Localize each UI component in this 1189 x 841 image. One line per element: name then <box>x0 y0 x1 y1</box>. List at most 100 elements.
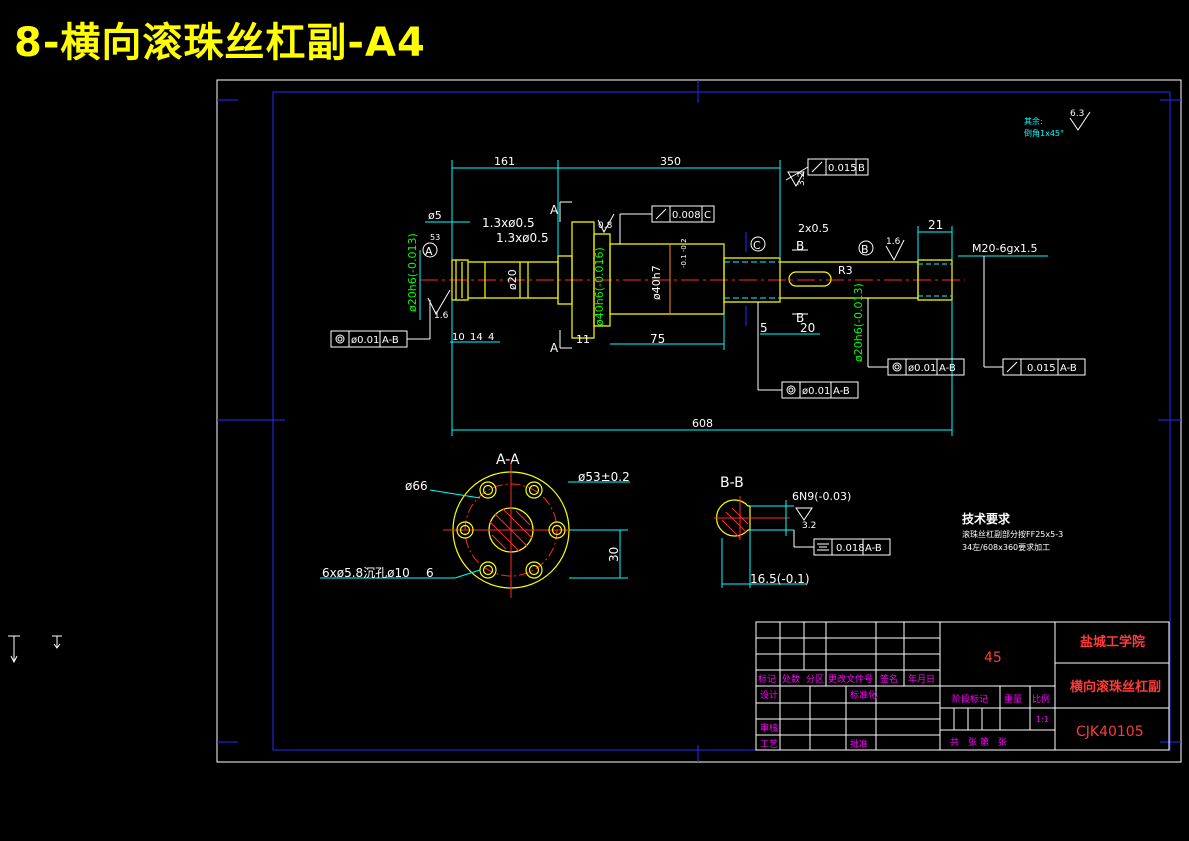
dim-phi53: ø53±0.2 <box>578 470 630 484</box>
inner-frame <box>272 91 1171 751</box>
dim-350: 350 <box>660 155 681 168</box>
rough-3-2b: 3.2 <box>802 521 816 531</box>
dim-keyway: 6N9(-0.03) <box>792 490 851 503</box>
tb-h-zone: 分区 <box>806 674 824 685</box>
svg-text:ø0.01: ø0.01 <box>908 363 936 374</box>
cut-b-top: B <box>796 239 804 253</box>
dim-11: 11 <box>576 333 590 346</box>
shaft-flange <box>571 221 595 339</box>
svg-text:A-B: A-B <box>833 386 850 397</box>
tech-title: 技术要求 <box>962 511 1011 526</box>
rough-3-2a: 3.2 <box>797 172 807 186</box>
shaft-screw-body <box>609 243 725 315</box>
dim-21: 21 <box>928 218 943 232</box>
dim-holes: 6xø5.8沉孔ø10 <box>322 566 410 580</box>
tb-part-name: 横向滚珠丝杠副 <box>1070 679 1161 695</box>
cut-a-top: A <box>550 203 559 217</box>
dim-161: 161 <box>494 155 515 168</box>
title-block <box>755 621 1170 751</box>
dim-r3: R3 <box>838 264 853 277</box>
datum-c: C <box>750 236 766 252</box>
roughness-symbols <box>427 111 1091 521</box>
cut-b-bottom: B <box>796 311 804 325</box>
ucs-icon <box>8 635 62 664</box>
tech-line2: 34左/608x360要求加工 <box>962 542 1050 552</box>
tech-line1: 滚珠丝杠副部分按FF25x5-3 <box>962 529 1063 539</box>
cut-a-bottom: A <box>550 341 559 355</box>
gdt-concentric-right: ø0.01 A-B <box>867 298 965 376</box>
svg-text:B: B <box>861 243 869 256</box>
tb-check: 审核 <box>760 722 778 734</box>
note-rest: 其余: <box>1024 116 1043 126</box>
svg-text:0.018: 0.018 <box>836 543 865 554</box>
gdt-runout-c: 0.008 C <box>619 205 715 244</box>
bolt-holes <box>456 481 566 579</box>
dim-chamfer2: 1.3xø0.5 <box>496 231 549 245</box>
tb-weight: 重量 <box>1004 693 1022 705</box>
tb-drawing-no: CJK40105 <box>1076 724 1144 740</box>
dim-phi20h6-left: ø20h6(-0.013) <box>406 233 419 312</box>
dim-14: 14 <box>470 332 483 343</box>
shaft-thread-zone <box>723 257 781 303</box>
note-rest-chamfer: 倒角1x45° <box>1024 128 1064 138</box>
tb-stage: 阶段标记 <box>952 693 988 705</box>
svg-text:A-B: A-B <box>382 335 399 346</box>
dim-phi20-inner: ø20 <box>506 269 519 290</box>
datum-a: A <box>422 242 438 258</box>
svg-text:ø0.01: ø0.01 <box>802 386 830 397</box>
dim-53: 53 <box>430 233 440 242</box>
dim-chamfer1: 1.3xø0.5 <box>482 216 535 230</box>
tb-process: 工艺 <box>760 739 778 750</box>
tb-ratio: 比例 <box>1032 693 1050 705</box>
outer-frame <box>216 79 1182 763</box>
shaft-seat <box>593 233 611 327</box>
datum-b: B <box>858 240 874 256</box>
svg-text:A: A <box>425 245 433 258</box>
tb-material: 45 <box>984 650 1002 666</box>
tb-h-docno: 更改文件号 <box>828 673 873 685</box>
rough-0-8: 0.8 <box>598 221 613 231</box>
svg-text:0.008: 0.008 <box>672 210 701 221</box>
gdt-runout-right: 0.015 A-B <box>983 256 1086 376</box>
shaft-view <box>420 221 965 339</box>
shaft-groove <box>484 262 529 298</box>
tb-approve: 批准 <box>850 738 868 750</box>
page-title: 8-横向滚珠丝杠副-A4 <box>14 20 426 66</box>
tb-h-mark: 标记 <box>758 673 776 685</box>
svg-text:A-B: A-B <box>939 363 956 374</box>
section-bb: B-B 0.018 A-B <box>714 475 891 588</box>
svg-text:C: C <box>704 210 711 221</box>
dim-holes-depth: 6 <box>426 566 434 580</box>
shaft-keyway <box>788 271 832 287</box>
shaft-left-journal <box>451 259 469 301</box>
dim-16-5: 16.5(-0.1) <box>750 572 810 586</box>
dim-phi40h6: ø40h6(-0.016) <box>593 247 606 326</box>
tb-sheets: 共 张 第 张 <box>950 736 1007 748</box>
svg-text:A-B: A-B <box>865 543 882 554</box>
dim-5: 5 <box>760 321 768 335</box>
svg-text:ø0.01: ø0.01 <box>351 335 379 346</box>
svg-text:A-B: A-B <box>1060 363 1077 374</box>
gdt-concentric-mid: ø0.01 A-B <box>757 302 859 399</box>
dim-phi20h6-right: ø20h6(-0.013) <box>852 283 865 362</box>
dimension-lines <box>419 160 953 436</box>
rough-1-6a: 1.6 <box>434 311 449 321</box>
dim-phi40h7: ø40h7 <box>650 265 663 300</box>
tb-h-count: 处数 <box>782 673 800 685</box>
dim-phi66: ø66 <box>405 479 428 493</box>
dim-chamfer3: 2x0.5 <box>798 222 829 235</box>
section-cuts <box>559 201 808 349</box>
rough-1-6b: 1.6 <box>886 237 901 247</box>
dim-20: 20 <box>800 321 815 335</box>
section-aa: A-A <box>320 452 630 598</box>
center-marks <box>217 80 1181 762</box>
dim-10: 10 <box>452 332 465 343</box>
svg-text:0.015: 0.015 <box>828 163 857 174</box>
tb-standard: 标准化 <box>850 689 877 701</box>
gdt-runout-b: 0.015 B <box>785 158 869 181</box>
rough-6-3: 6.3 <box>1070 109 1084 119</box>
tb-h-date: 年月日 <box>908 673 935 685</box>
dim-608: 608 <box>692 417 713 430</box>
tb-design: 设计 <box>760 689 778 701</box>
tb-school: 盐城工学院 <box>1080 634 1145 650</box>
